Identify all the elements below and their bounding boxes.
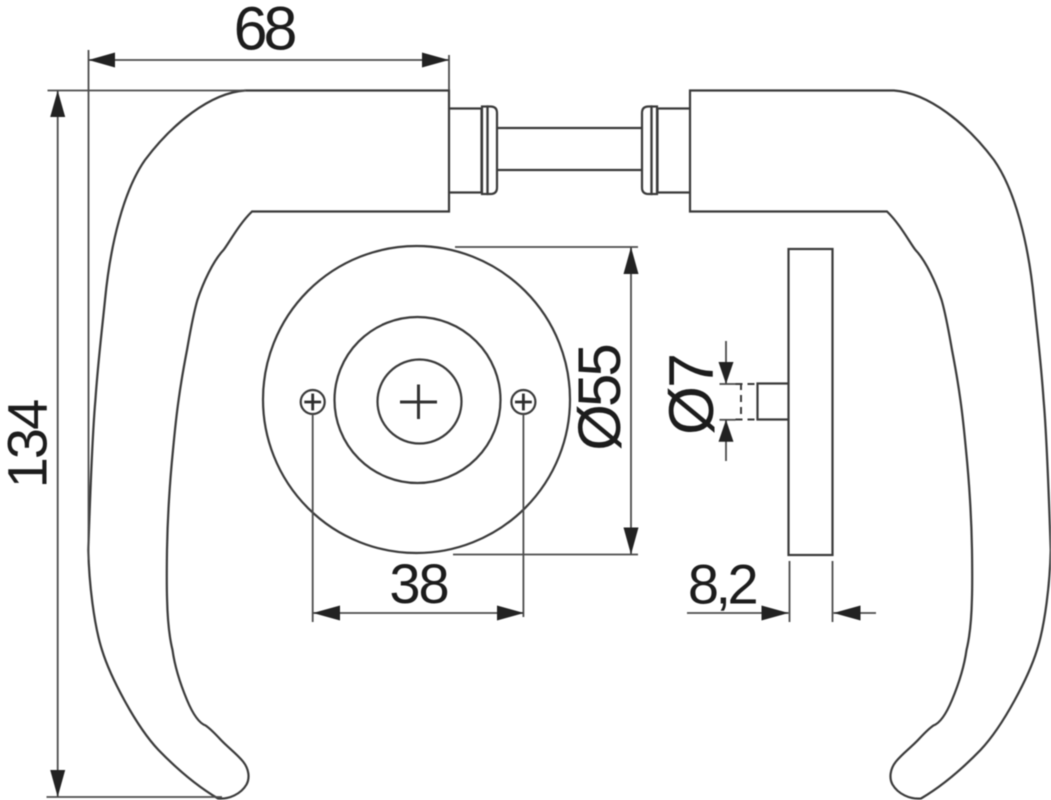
svg-text:Ø55: Ø55 [566,346,633,451]
svg-text:68: 68 [234,0,296,63]
svg-text:Ø7: Ø7 [657,355,727,435]
svg-text:38: 38 [389,552,447,615]
svg-text:134: 134 [0,400,59,488]
svg-text:8,2: 8,2 [688,553,757,616]
